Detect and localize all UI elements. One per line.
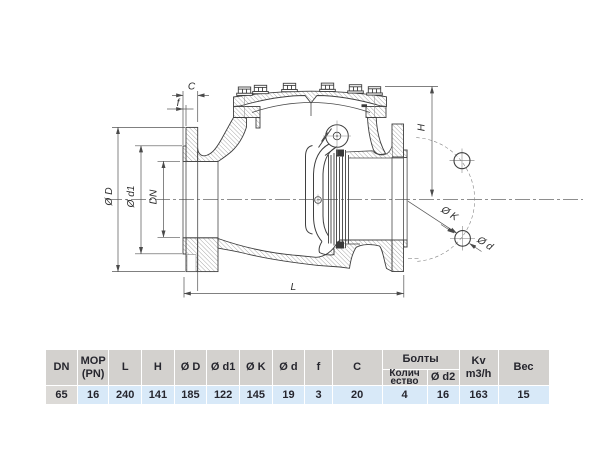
svg-text:DN: DN xyxy=(149,189,160,204)
svg-text:Ø K: Ø K xyxy=(438,204,461,224)
svg-text:Ø D: Ø D xyxy=(104,187,115,207)
svg-text:C: C xyxy=(188,82,196,93)
svg-text:Ø d1: Ø d1 xyxy=(126,185,137,208)
svg-text:Ø d: Ø d xyxy=(474,234,495,253)
svg-text:H: H xyxy=(417,123,428,131)
svg-text:L: L xyxy=(291,282,297,293)
svg-text:f: f xyxy=(177,98,181,109)
